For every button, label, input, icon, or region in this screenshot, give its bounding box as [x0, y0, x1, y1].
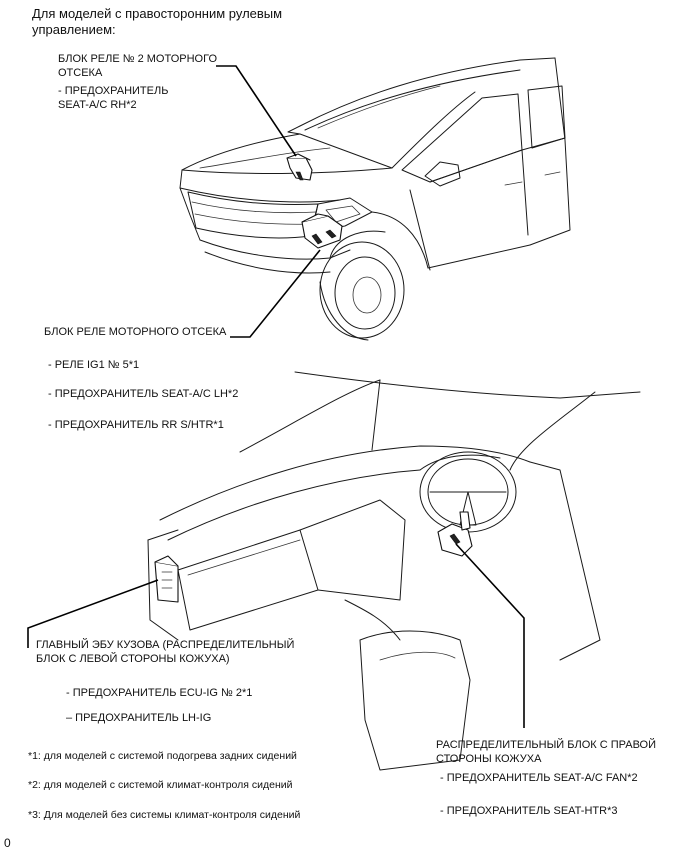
leader-lines [27, 65, 525, 728]
main-body-ecu-item: - ПРЕДОХРАНИТЕЛЬ ECU-IG № 2*1 [66, 687, 253, 699]
engine-relay-block-item: - ПРЕДОХРАНИТЕЛЬ RR S/HTR*1 [48, 419, 224, 431]
engine-relay-block-item: - ПРЕДОХРАНИТЕЛЬ SEAT-A/C LH*2 [48, 388, 239, 400]
footnote: *3: Для моделей без системы климат-контр… [28, 809, 301, 821]
main-body-ecu-title-line-1: ГЛАВНЫЙ ЭБУ КУЗОВА (РАСПРЕДЕЛИТЕЛЬНЫЙ [36, 639, 295, 651]
interior-dashboard-drawing [147, 371, 641, 771]
engine-relay-block-item: - РЕЛЕ IG1 № 5*1 [48, 359, 140, 371]
relay-block-2-title-line-1: БЛОК РЕЛЕ № 2 МОТОРНОГО [58, 53, 218, 65]
footnote: *2: для моделей с системой климат-контро… [28, 779, 293, 791]
right-junction-block-title-line-2: СТОРОНЫ КОЖУХА [436, 753, 542, 765]
leader-engine-relay-block [230, 249, 321, 338]
right-junction-block-item: - ПРЕДОХРАНИТЕЛЬ SEAT-A/C FAN*2 [440, 772, 638, 784]
relay-block-2-item-line-2: SEAT-A/C RH*2 [58, 99, 137, 111]
relay-block-2-title-line-2: ОТСЕКА [58, 67, 103, 79]
leader-main-body-ecu [27, 579, 159, 648]
leader-relay-block-2 [216, 65, 297, 157]
right-junction-block-item: - ПРЕДОХРАНИТЕЛЬ SEAT-HTR*3 [440, 805, 618, 817]
relay-block-2-item-line-1: - ПРЕДОХРАНИТЕЛЬ [58, 85, 169, 97]
header-line-1: Для моделей с правосторонним рулевым [32, 6, 283, 21]
leader-right-junction-block [455, 543, 525, 728]
vehicle-exterior-drawing [179, 57, 571, 341]
footnote: *1: для моделей с системой подогрева зад… [28, 750, 297, 762]
page-marker: 0 [4, 836, 11, 850]
engine-relay-block-title: БЛОК РЕЛЕ МОТОРНОГО ОТСЕКА [44, 326, 227, 338]
header-line-2: управлением: [32, 22, 116, 37]
main-body-ecu-item: – ПРЕДОХРАНИТЕЛЬ LH-IG [66, 712, 212, 724]
main-body-ecu-title-line-2: БЛОК С ЛЕВОЙ СТОРОНЫ КОЖУХА) [36, 653, 230, 665]
right-junction-block-title-line-1: РАСПРЕДЕЛИТЕЛЬНЫЙ БЛОК С ПРАВОЙ [436, 739, 657, 751]
